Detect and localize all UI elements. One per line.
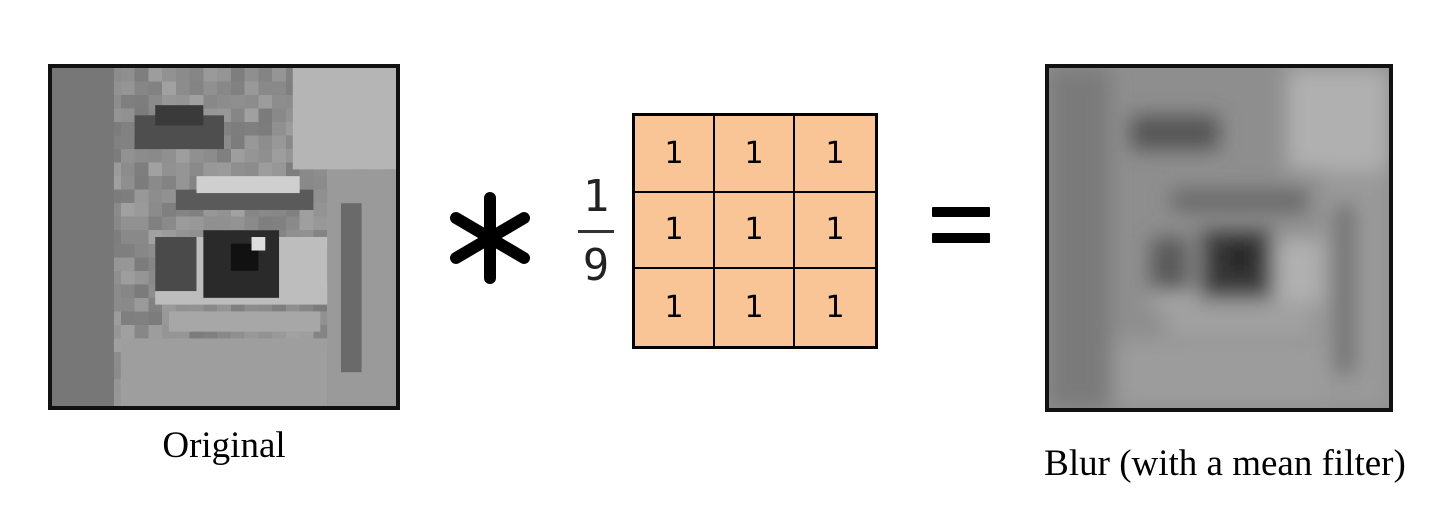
blurred-eye-picture [1049,68,1389,408]
original-eye-picture [52,68,396,406]
kernel-cell: 1 [715,192,795,270]
equals-bar-top [932,207,990,217]
equals-bar-bottom [932,233,990,243]
kernel-cell: 1 [825,290,845,326]
kernel-cell: 1 [715,116,795,193]
fraction-denominator: 9 [582,240,610,291]
original-image [48,64,400,410]
kernel-cell: 1 [635,116,715,193]
kernel-cell: 1 [635,192,715,270]
original-caption: Original [162,425,286,466]
equals-icon [932,207,992,247]
kernel-cell: 1 [715,269,795,346]
kernel-cell: 1 [795,116,875,193]
fraction-bar [578,230,614,233]
kernel-cell: 1 [795,193,875,270]
blur-caption: Blur (with a mean filter) [1044,443,1406,484]
convolution-asterisk-icon [448,188,532,288]
fraction-numerator: 1 [582,171,610,222]
kernel-scale-fraction: 1 9 [574,172,618,291]
kernel-cell: 1 [635,269,715,346]
mean-filter-kernel: 1 1 1 1 1 1 1 1 1 [632,113,878,349]
blurred-image [1045,64,1393,412]
